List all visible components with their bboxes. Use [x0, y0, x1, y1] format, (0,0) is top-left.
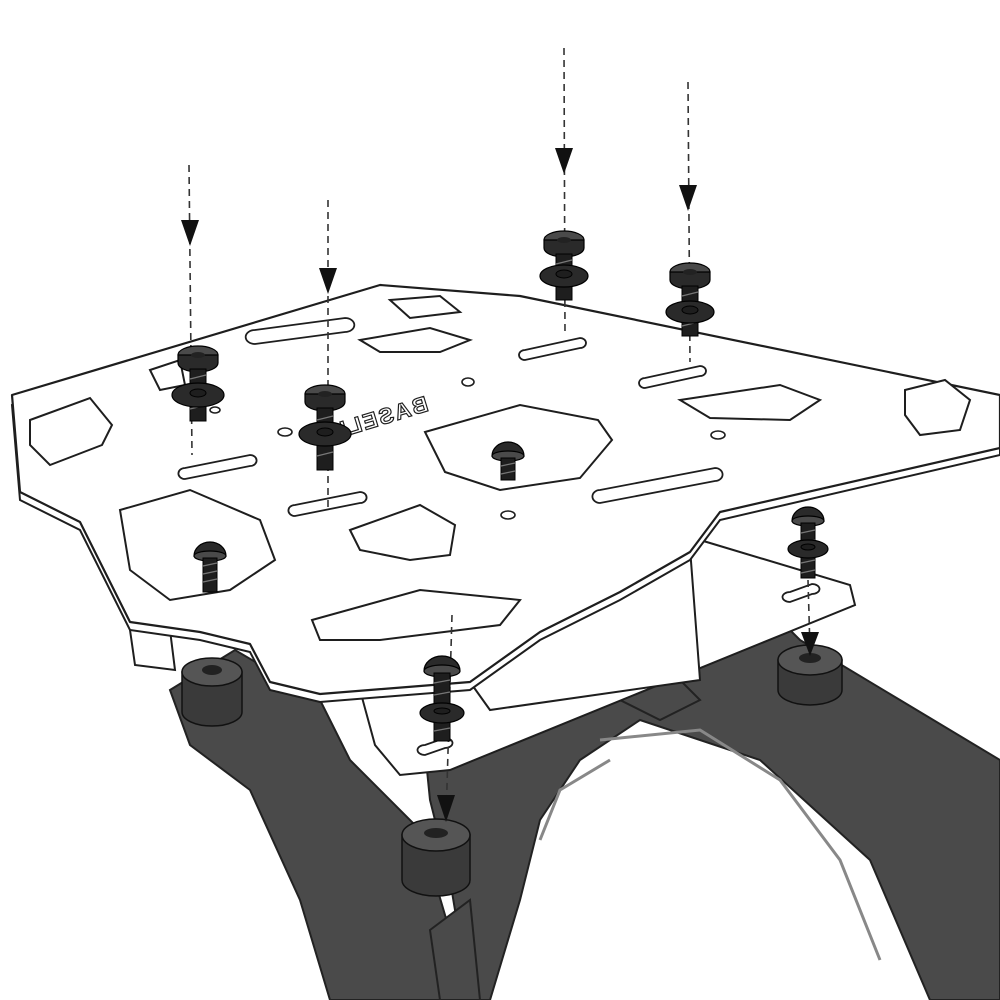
bolt-right-bracket [787, 506, 829, 579]
cutout-left-front [118, 488, 277, 602]
bolt-center-left [298, 384, 352, 471]
bolt-center-domed [491, 441, 525, 481]
arrow-down-icon [319, 268, 337, 294]
bolt-left-domed [193, 541, 227, 593]
cutout-right-handle [904, 378, 972, 437]
arrow-down-icon [801, 632, 819, 656]
arrow-down-icon [437, 795, 455, 822]
cutout-rear-top [387, 294, 463, 320]
top-plate: BASELUN [10, 283, 1000, 704]
spacer-front [401, 818, 471, 897]
arrow-down-icon [555, 148, 573, 174]
bolt-rear-center [539, 230, 589, 301]
cutout-left-handle [29, 396, 114, 467]
bolt-rear-left [171, 345, 225, 422]
cutout-rear-center [357, 326, 474, 353]
cutout-rear-right [677, 383, 823, 422]
bolt-rear-right [665, 262, 715, 337]
cutout-center-front [348, 503, 457, 562]
cutout-front-wide [310, 588, 522, 641]
spacer-left-rear [181, 657, 243, 727]
bolt-front-bracket [419, 655, 465, 742]
arrow-down-icon [181, 220, 199, 246]
arrow-down-icon [679, 185, 697, 211]
